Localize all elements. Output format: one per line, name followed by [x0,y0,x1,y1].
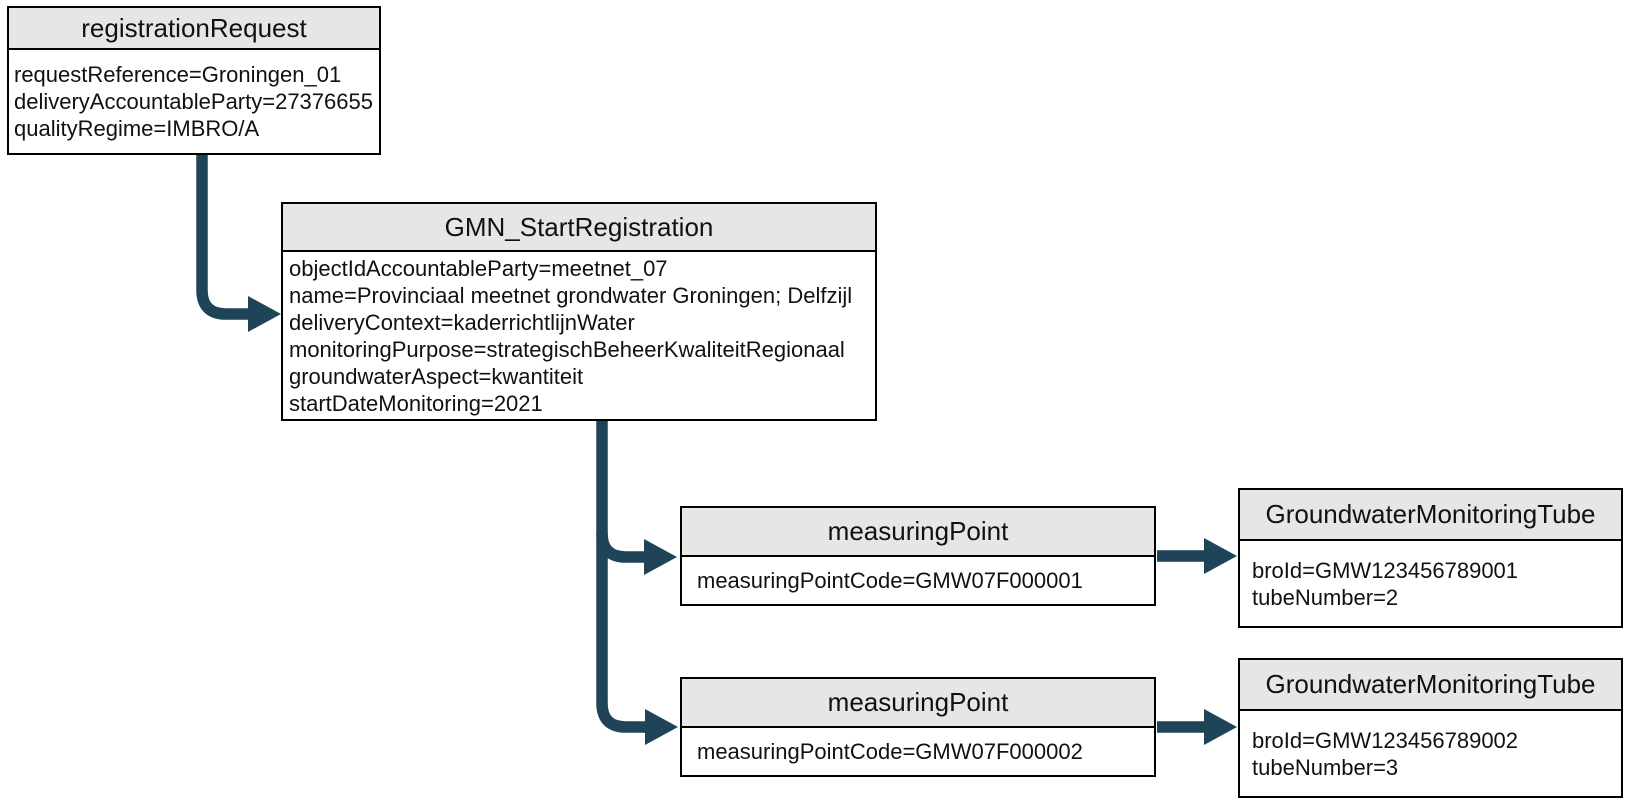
attribute-measuring-point-code-2: measuringPointCode=GMW07F000002 [697,739,1083,764]
node-measuring-point-1-title: measuringPoint [682,508,1154,557]
node-registration-request: registrationRequest requestReference=Gro… [7,6,381,155]
attribute-object-id-accountable-party: objectIdAccountableParty=meetnet_07 [289,255,668,281]
attribute-monitoring-purpose: monitoringPurpose=strategischBeheerKwali… [289,336,845,362]
attribute-delivery-context: deliveryContext=kaderrichtlijnWater [289,309,635,335]
attribute-tube-number-1: tubeNumber=2 [1252,584,1399,610]
node-groundwater-monitoring-tube-1-attributes: broId=GMW123456789001 tubeNumber=2 [1240,541,1621,626]
arrow-start-registration-to-measuring-point-1 [596,532,677,575]
node-groundwater-monitoring-tube-2-attributes: broId=GMW123456789002 tubeNumber=3 [1240,711,1621,796]
attribute-measuring-point-code-1: measuringPointCode=GMW07F000001 [697,568,1083,593]
node-measuring-point-2-attributes: measuringPointCode=GMW07F000002 [682,728,1154,775]
node-measuring-point-1-attributes: measuringPointCode=GMW07F000001 [682,557,1154,604]
attribute-request-reference: requestReference=Groningen_01 [14,62,342,87]
arrow-start-registration-to-measuring-point-2 [596,421,678,745]
node-gmn-start-registration-attributes: objectIdAccountableParty=meetnet_07 name… [283,252,875,419]
attribute-name: name=Provinciaal meetnet grondwater Gron… [289,282,853,308]
attribute-tube-number-2: tubeNumber=3 [1252,754,1399,780]
arrow-measuring-point-2-to-tube-2 [1157,709,1237,745]
node-groundwater-monitoring-tube-2: GroundwaterMonitoringTube broId=GMW12345… [1238,658,1623,798]
attribute-bro-id-1: broId=GMW123456789001 [1252,557,1519,583]
attribute-start-date-monitoring: startDateMonitoring=2021 [289,390,543,416]
arrow-measuring-point-1-to-tube-1 [1157,538,1237,574]
node-groundwater-monitoring-tube-1: GroundwaterMonitoringTube broId=GMW12345… [1238,488,1623,628]
attribute-quality-regime: qualityRegime=IMBRO/A [14,116,260,141]
node-measuring-point-2: measuringPoint measuringPointCode=GMW07F… [680,677,1156,777]
node-registration-request-title: registrationRequest [9,8,379,50]
attribute-bro-id-2: broId=GMW123456789002 [1252,727,1519,753]
node-registration-request-attributes: requestReference=Groningen_01 deliveryAc… [9,50,379,153]
attribute-groundwater-aspect: groundwaterAspect=kwantiteit [289,363,584,389]
node-groundwater-monitoring-tube-1-title: GroundwaterMonitoringTube [1240,490,1621,541]
arrow-request-to-start-registration [196,154,281,332]
node-measuring-point-1: measuringPoint measuringPointCode=GMW07F… [680,506,1156,606]
attribute-delivery-accountable-party: deliveryAccountableParty=27376655 [14,89,373,114]
node-gmn-start-registration-title: GMN_StartRegistration [283,204,875,252]
node-measuring-point-2-title: measuringPoint [682,679,1154,728]
node-gmn-start-registration: GMN_StartRegistration objectIdAccountabl… [281,202,877,421]
node-groundwater-monitoring-tube-2-title: GroundwaterMonitoringTube [1240,660,1621,711]
